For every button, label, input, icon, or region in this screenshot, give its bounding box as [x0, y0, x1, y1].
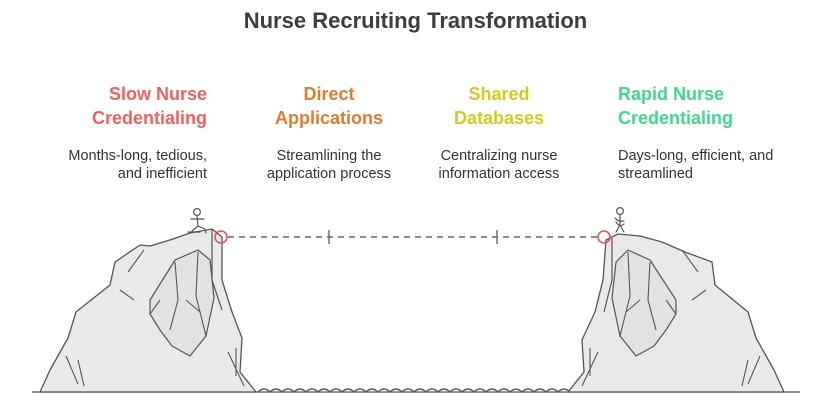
stage-slow-credentialing: Slow Nurse Credentialing Months-long, te…: [40, 82, 207, 183]
person-figure-icon: [614, 207, 625, 233]
stage-description: Months-long, tedious, and inefficient: [68, 148, 207, 182]
stage-description: Streamlining the application process: [266, 148, 392, 182]
right-cliff-icon: [567, 233, 785, 393]
stage-description: Centralizing nurse information access: [438, 148, 560, 182]
stage-heading: Rapid Nurse Credentialing: [618, 84, 734, 128]
person-figure-icon: [187, 208, 207, 234]
stage-shared-databases: Shared Databases Centralizing nurse info…: [420, 82, 578, 183]
end-marker-icon: [597, 230, 611, 244]
stage-rapid-credentialing: Rapid Nurse Credentialing Days-long, eff…: [618, 82, 818, 183]
stage-description: Days-long, efficient, and streamlined: [618, 148, 774, 182]
diagram-title: Nurse Recruiting Transformation: [243, 8, 588, 33]
stage-direct-applications: Direct Applications Streamlining the app…: [255, 82, 403, 183]
left-cliff-icon: [39, 228, 257, 393]
stage-heading: Slow Nurse Credentialing: [91, 84, 207, 128]
stage-heading: Direct Applications: [274, 84, 383, 128]
stage-heading: Shared Databases: [453, 84, 545, 128]
start-marker-icon: [214, 230, 228, 244]
